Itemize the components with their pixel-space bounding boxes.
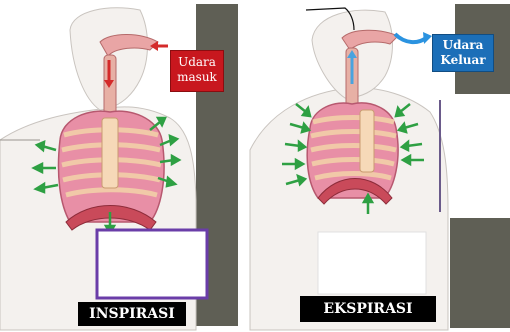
label-ekspirasi: EKSPIRASI xyxy=(300,296,436,322)
exhale-arrow xyxy=(395,34,426,42)
callout-out-line2: Keluar xyxy=(433,53,493,68)
callout-udara-masuk: Udara masuk xyxy=(170,50,224,92)
callout-in-line1: Udara xyxy=(171,55,223,70)
sternum-right xyxy=(360,110,374,172)
answer-box-inspirasi xyxy=(97,230,207,298)
gray-frame-strip-right-bottom xyxy=(450,218,510,328)
callout-in-line2: masuk xyxy=(171,70,223,85)
callout-out-line1: Udara xyxy=(433,38,493,53)
callout-udara-keluar: Udara Keluar xyxy=(432,34,494,72)
sternum xyxy=(102,118,118,188)
label-inspirasi: INSPIRASI xyxy=(78,302,186,326)
exhale-arrowhead xyxy=(423,32,432,44)
answer-box-ekspirasi xyxy=(318,232,426,294)
